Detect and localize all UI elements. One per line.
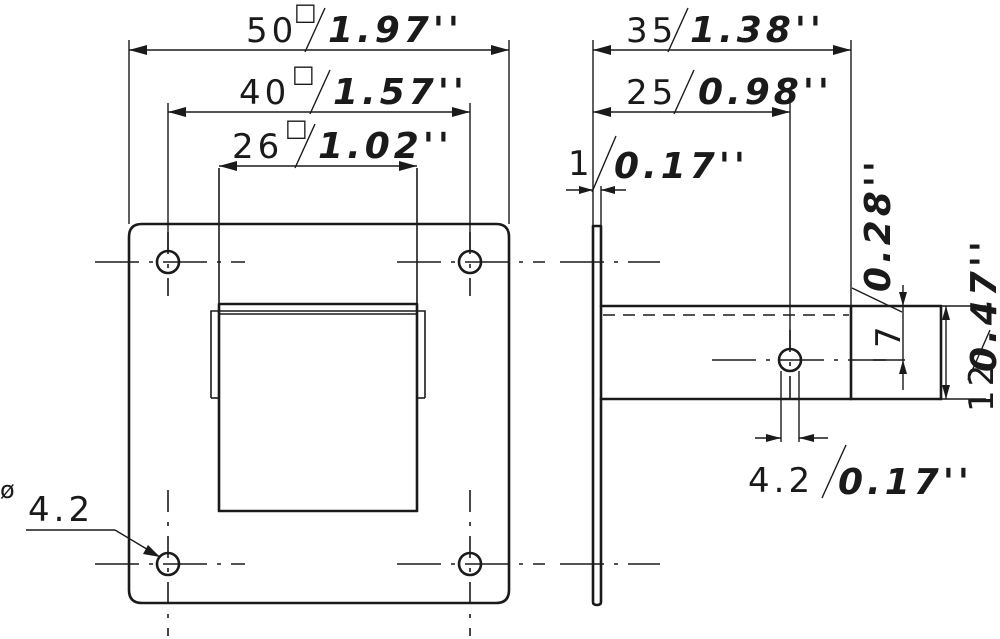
- plate-thickness-imperial: 0.17'': [614, 146, 749, 187]
- inner-width-imperial: 1.02'': [318, 126, 453, 167]
- outer-width-metric: 50: [246, 11, 297, 51]
- hole-spacing-metric: 40: [239, 73, 290, 113]
- hole-spacing-imperial: 1.57'': [333, 72, 468, 113]
- arm-side: [599, 304, 943, 401]
- outer-width-imperial: 1.97'': [328, 10, 463, 51]
- dimension-depth-hole: 25 0.98'': [593, 69, 833, 117]
- arm-hole-offset-imperial: 0.28'': [858, 157, 899, 292]
- arm-height-imperial: 0.47'': [964, 237, 1000, 372]
- depth-total-metric: 35: [626, 11, 677, 51]
- dimension-arm-hole-diameter: 4.2 0.17'': [748, 434, 973, 503]
- plate-thickness-metric: 1: [568, 144, 594, 184]
- square-symbol: □: [292, 60, 315, 88]
- depth-total-imperial: 1.38'': [690, 10, 825, 51]
- front-extension-lines: [128, 40, 510, 250]
- dimension-arm-hole-offset: 7 0.28'': [851, 157, 909, 390]
- depth-hole-metric: 25: [626, 73, 677, 113]
- arm-height-metric: 12: [962, 361, 1000, 412]
- arm-block-front: [210, 168, 426, 513]
- arm-hole-offset-metric: 7: [869, 322, 909, 348]
- arm-hole-diameter-metric: 4.2: [748, 461, 814, 501]
- base-plate-outline: [127, 222, 511, 605]
- dimension-arm-height: 12 0.47'': [942, 237, 1000, 412]
- front-view: 50 □ 1.97'' 40 □ 1.57'' 26 □ 1.02'' ø: [0, 0, 545, 636]
- side-plate-outline: [591, 224, 603, 607]
- dimension-plate-thickness: 1 0.17'': [566, 135, 749, 194]
- mount-hole-diameter-value: 4.2: [28, 490, 94, 530]
- arm-hole-diameter-imperial: 0.17'': [838, 462, 973, 503]
- square-symbol: □: [285, 114, 308, 142]
- dimension-mount-hole-diameter: ø 4.2: [0, 476, 161, 558]
- square-symbol: □: [294, 0, 317, 26]
- side-extension-lines: [592, 40, 986, 442]
- depth-hole-imperial: 0.98'': [698, 72, 833, 113]
- dimension-depth-total: 35 1.38'': [593, 7, 851, 55]
- dimension-outer-width: 50 □ 1.97'': [129, 0, 509, 55]
- hole-center-lines: [95, 232, 545, 636]
- inner-width-metric: 26: [232, 127, 283, 167]
- dimension-inner-width: 26 □ 1.02'': [219, 114, 453, 171]
- side-view: 35 1.38'' 25 0.98'' 1 0.17'': [560, 7, 1000, 607]
- diameter-symbol: ø: [0, 476, 15, 504]
- dimension-hole-spacing: 40 □ 1.57'': [168, 60, 470, 117]
